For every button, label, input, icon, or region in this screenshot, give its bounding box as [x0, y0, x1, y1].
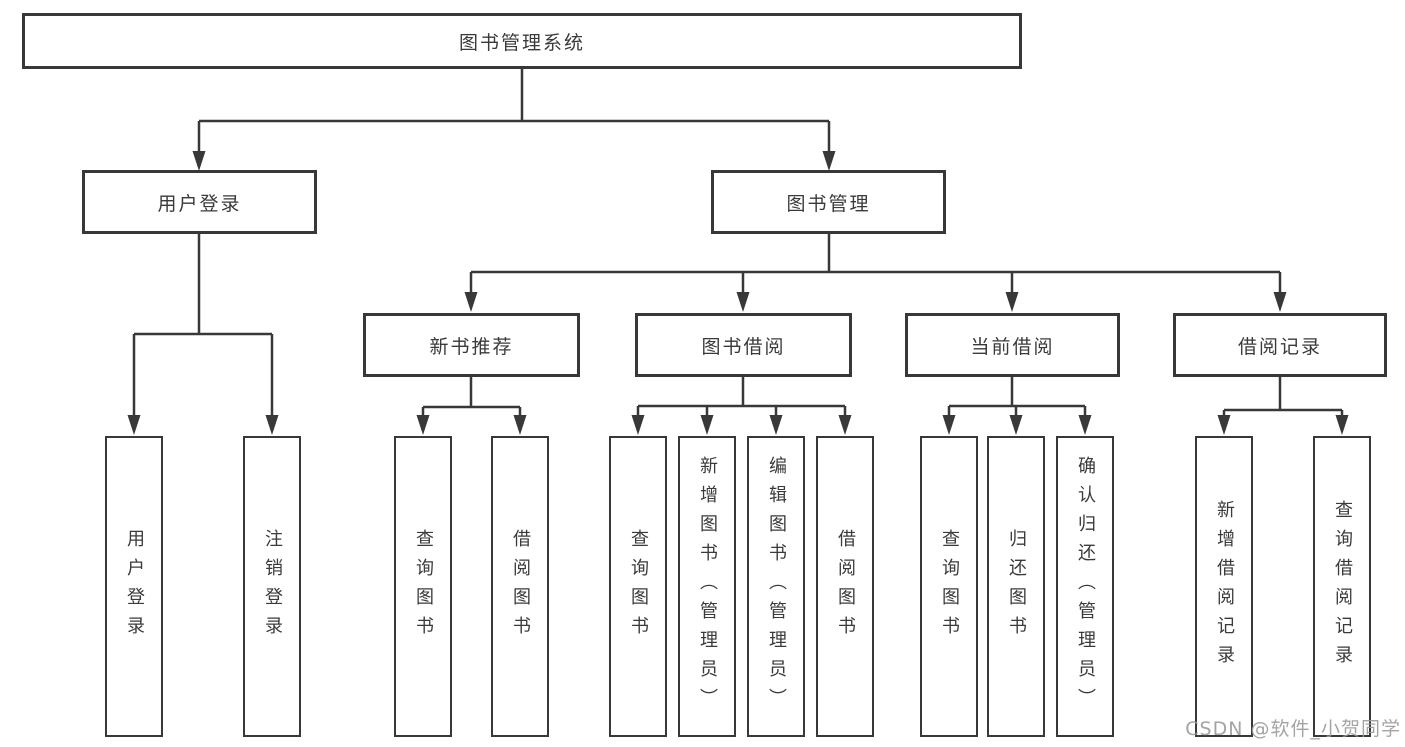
node-user-login: 用户登录 — [82, 170, 317, 234]
node-root-library-system: 图书管理系统 — [22, 13, 1022, 69]
node-borrow-record: 借阅记录 — [1173, 313, 1387, 377]
connector-book-mgmt-to-level3 — [469, 233, 1282, 295]
leaf-return-books: 归还图书 — [987, 436, 1045, 737]
leaf-add-books-admin: 新增图书（管理员） — [678, 436, 736, 737]
connector-user-login-to-leaves — [132, 233, 274, 418]
arrowheads — [127, 151, 1349, 435]
node-current-borrow: 当前借阅 — [905, 313, 1120, 377]
leaf-query-books-current: 查询图书 — [920, 436, 978, 737]
node-book-management: 图书管理 — [711, 170, 946, 234]
node-new-book-recommend: 新书推荐 — [363, 313, 580, 377]
leaf-logout: 注销登录 — [243, 436, 301, 737]
leaf-query-books-recommend: 查询图书 — [394, 436, 452, 737]
watermark: CSDN @软件_小贺同学 — [1185, 718, 1401, 740]
node-book-borrow: 图书借阅 — [635, 313, 852, 377]
leaf-borrow-books-recommend: 借阅图书 — [491, 436, 549, 737]
connector-root-to-level2 — [197, 67, 831, 154]
leaf-edit-books-admin: 编辑图书（管理员） — [747, 436, 805, 737]
leaf-query-books-borrow: 查询图书 — [609, 436, 667, 737]
leaf-confirm-return-admin: 确认归还（管理员） — [1056, 436, 1114, 737]
leaf-query-borrow-record: 查询借阅记录 — [1313, 436, 1371, 737]
connector-new-book-to-leaves — [421, 377, 522, 418]
connector-current-borrow-to-leaves — [947, 377, 1087, 418]
leaf-borrow-books: 借阅图书 — [816, 436, 874, 737]
leaf-add-borrow-record: 新增借阅记录 — [1195, 436, 1253, 737]
leaf-user-login: 用户登录 — [105, 436, 163, 737]
connector-borrow-record-to-leaves — [1222, 377, 1344, 418]
connector-book-borrow-to-leaves — [636, 377, 847, 418]
